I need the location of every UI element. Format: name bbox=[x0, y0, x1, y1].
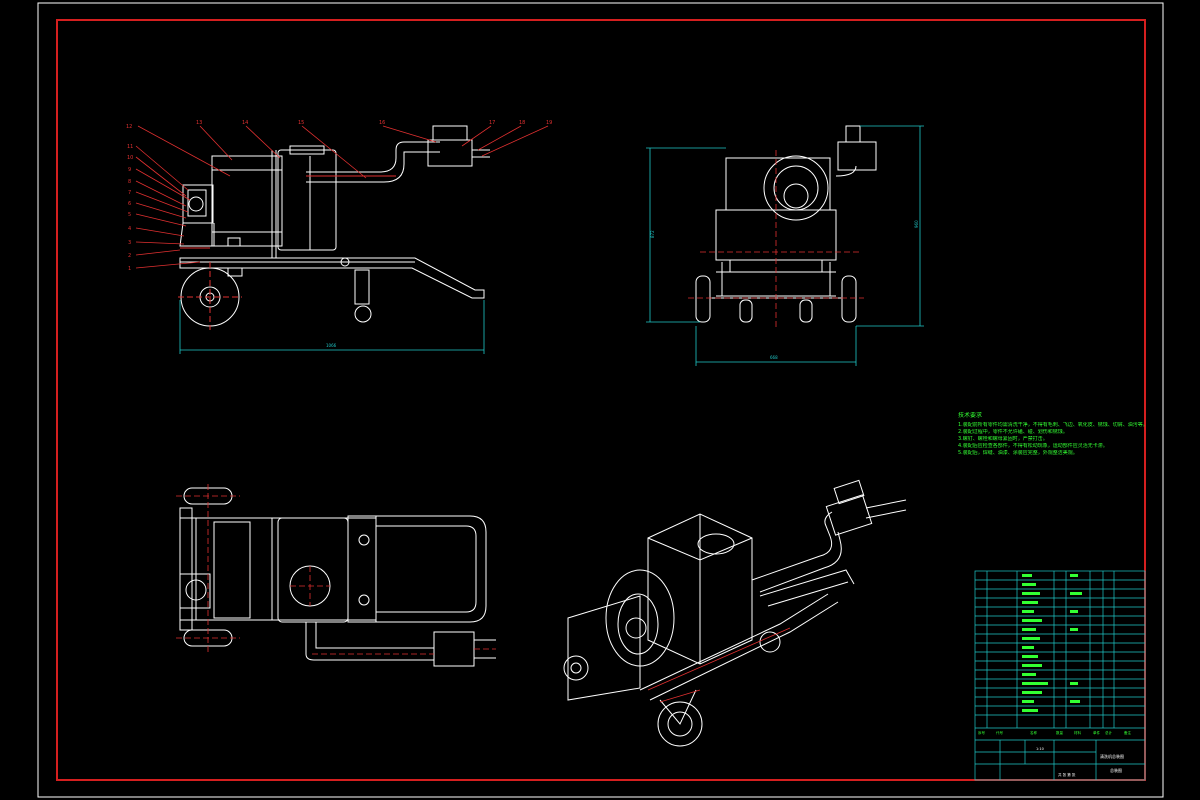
note-line: 4.装配后应检查各部件，不得有松动现象，运动部件应灵活无卡滞。 bbox=[958, 443, 1108, 449]
end-dimensions bbox=[646, 125, 924, 366]
balloon-14: 14 bbox=[242, 120, 248, 126]
parts-list-marks bbox=[1022, 574, 1082, 712]
balloon-2: 2 bbox=[128, 253, 131, 259]
dim-end-height-right: 960 bbox=[914, 220, 919, 228]
balloon-5: 5 bbox=[128, 212, 131, 218]
balloon-7: 7 bbox=[128, 190, 131, 196]
parts-list bbox=[974, 570, 1146, 781]
dim-end-height-left: 872 bbox=[650, 230, 655, 238]
balloon-3: 3 bbox=[128, 240, 131, 246]
balloon-15: 15 bbox=[298, 120, 304, 126]
outer-frame bbox=[37, 2, 1164, 798]
balloon-4: 4 bbox=[128, 226, 131, 232]
note-line: 1.装配前所有零件均需清洗干净，不得有毛刺、飞边、氧化皮、锈蚀、切屑、油污等。 bbox=[958, 422, 1148, 428]
title-drawing-name: 清洗机总装图 bbox=[1100, 753, 1124, 759]
title-drawing-no: 总装图 bbox=[1110, 767, 1122, 773]
isometric-view bbox=[563, 479, 907, 747]
balloon-1: 1 bbox=[128, 266, 131, 272]
technical-notes: 技术要求 1.装配前所有零件均需清洗干净，不得有毛刺、飞边、氧化皮、锈蚀、切屑、… bbox=[958, 412, 1148, 457]
dim-side-width: 1066 bbox=[326, 343, 337, 348]
balloon-17: 17 bbox=[489, 120, 495, 126]
side-balloons: 12 11 10 9 8 7 6 5 4 3 2 1 13 14 15 16 1… bbox=[126, 120, 552, 272]
header-qty: 数量 bbox=[1056, 730, 1064, 735]
title-scale: 1:10 bbox=[1036, 747, 1044, 751]
iso-center-lines bbox=[647, 627, 791, 703]
balloon-18: 18 bbox=[519, 120, 525, 126]
side-dimension bbox=[179, 300, 485, 354]
balloon-8: 8 bbox=[128, 179, 131, 185]
end-elevation bbox=[695, 125, 877, 323]
balloon-11: 11 bbox=[127, 144, 133, 150]
header-total: 总计 bbox=[1105, 730, 1113, 735]
end-center-lines bbox=[688, 150, 864, 330]
side-center-lines bbox=[178, 175, 396, 330]
header-material: 材料 bbox=[1074, 730, 1082, 735]
header-unit: 单件 bbox=[1093, 730, 1101, 735]
side-leaders bbox=[135, 125, 549, 269]
balloon-9: 9 bbox=[128, 167, 131, 173]
parts-list-header: 序号 代号 名称 数量 材料 单件 总计 备注 bbox=[978, 730, 1132, 735]
header-code: 代号 bbox=[996, 730, 1004, 735]
notes-title: 技术要求 bbox=[958, 412, 983, 419]
title-sheet: 共 张 第 张 bbox=[1058, 772, 1076, 777]
balloon-12: 12 bbox=[126, 124, 132, 130]
drawing-border bbox=[56, 19, 1146, 781]
plan-center-lines bbox=[176, 484, 496, 655]
header-no: 序号 bbox=[978, 730, 986, 735]
header-name: 名称 bbox=[1030, 730, 1038, 735]
plan-view bbox=[179, 487, 496, 667]
dim-end-width: 668 bbox=[770, 355, 778, 360]
balloon-6: 6 bbox=[128, 201, 131, 207]
note-line: 5.装配后，焊缝、油漆、涂装应完整，外观整洁美观。 bbox=[958, 450, 1078, 456]
balloon-10: 10 bbox=[127, 155, 133, 161]
balloon-19: 19 bbox=[546, 120, 552, 126]
note-line: 3.螺钉、螺栓和螺母紧固时，严禁打击。 bbox=[958, 436, 1048, 442]
side-elevation bbox=[179, 125, 490, 327]
header-remark: 备注 bbox=[1124, 730, 1132, 735]
note-line: 2.装配过程中，零件不允许磕、碰、划伤和锈蚀。 bbox=[958, 429, 1068, 435]
balloon-16: 16 bbox=[379, 120, 385, 126]
balloon-13: 13 bbox=[196, 120, 202, 126]
